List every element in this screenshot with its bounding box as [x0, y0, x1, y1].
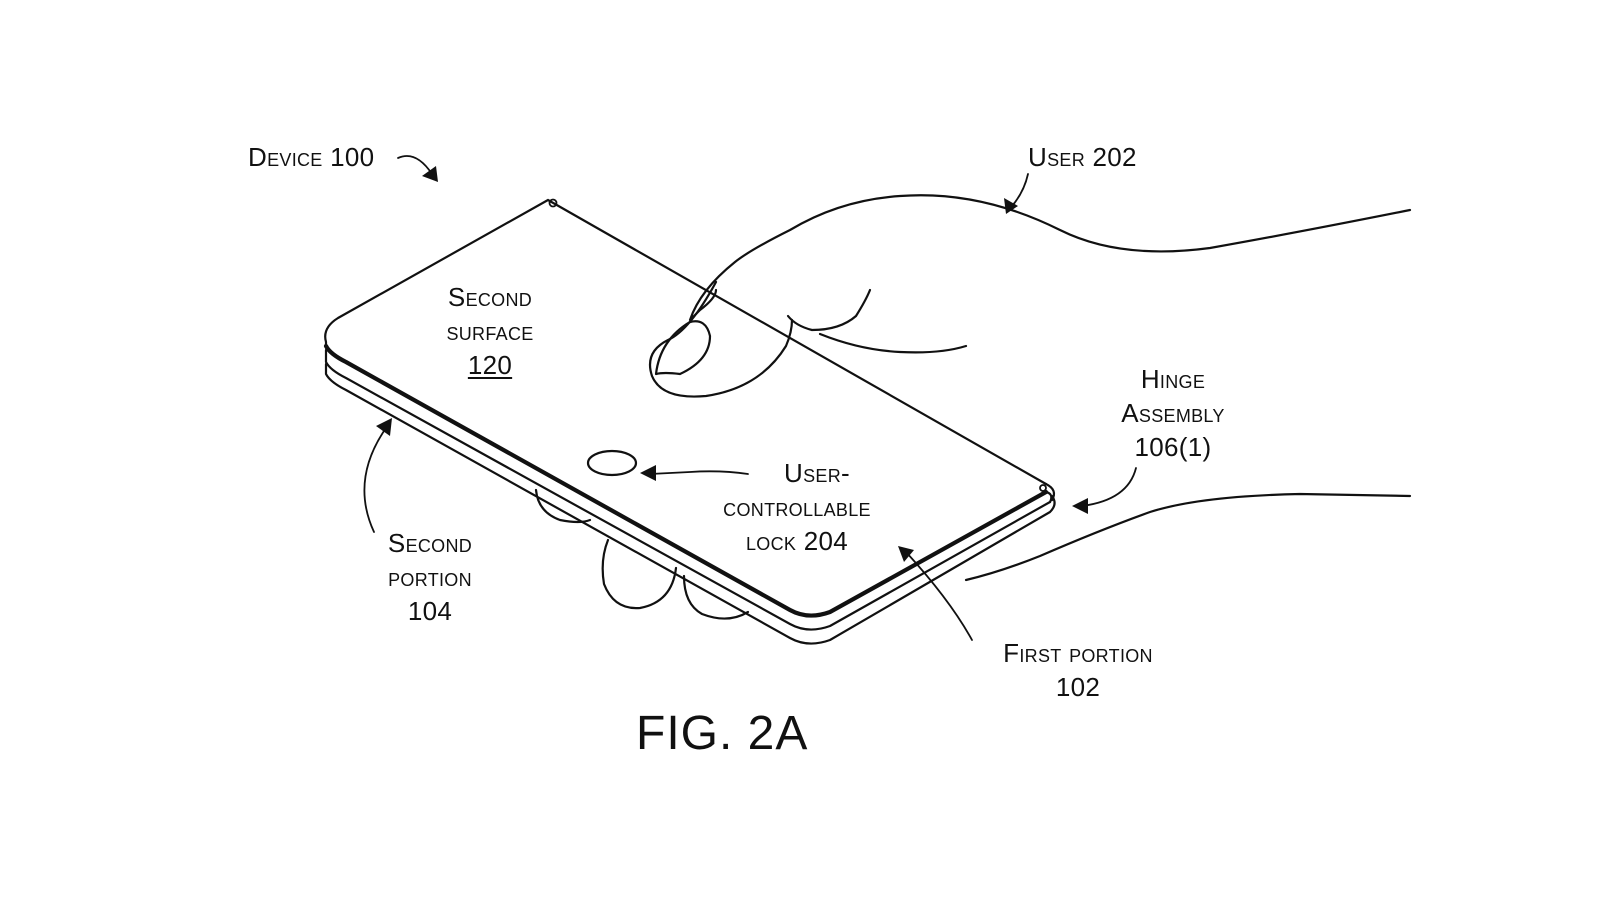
fingernail — [654, 320, 712, 376]
arm-lower-contour — [964, 492, 1412, 582]
label-lock-line1: User- — [784, 458, 850, 488]
device-body — [323, 198, 1056, 645]
label-second-portion-line2: portion — [388, 562, 472, 592]
label-second-surface-line1: Second — [447, 282, 533, 312]
user-controllable-lock-shape — [586, 449, 638, 477]
first-portion-arrowhead — [898, 546, 914, 562]
hinge-arrowhead — [1072, 498, 1088, 514]
device-layer-middle — [324, 348, 1052, 631]
label-second-surface-ref: 120 — [467, 350, 513, 380]
second-portion-leader — [363, 427, 387, 533]
label-hinge-line2: Assembly — [1121, 398, 1225, 428]
device-leader — [397, 155, 433, 175]
label-user-controllable-lock: User- controllable lock 204 — [702, 456, 892, 558]
label-second-surface-line2: surface — [446, 316, 534, 346]
lock-leader — [649, 470, 749, 475]
lock-arrowhead — [640, 465, 656, 481]
label-first-portion-line1: First portion — [1003, 638, 1153, 668]
label-hinge-assembly: Hinge Assembly 106(1) — [1100, 362, 1246, 464]
device-arrowhead — [422, 166, 438, 182]
figure-caption: FIG. 2A — [636, 707, 809, 760]
label-user: User 202 — [1028, 140, 1137, 174]
label-first-portion: First portion 102 — [978, 636, 1178, 704]
hand-upper-contour — [688, 194, 1412, 322]
label-device: Device 100 — [248, 140, 374, 174]
label-first-portion-ref: 102 — [1055, 672, 1101, 702]
user-arrowhead — [1004, 198, 1018, 214]
label-device-text: Device 100 — [248, 142, 375, 172]
finger-under-3 — [682, 574, 750, 620]
hinge-leader — [1081, 467, 1137, 507]
label-second-surface: Second surface 120 — [416, 280, 564, 382]
leader-arrows — [363, 155, 1137, 641]
device-front-edge — [323, 343, 1049, 618]
label-lock-line2: controllable — [723, 492, 871, 522]
label-second-portion-ref: 104 — [407, 596, 453, 626]
device-layer-bottom — [324, 362, 1056, 645]
label-hinge-line1: Hinge — [1140, 364, 1206, 394]
finger-under-2 — [601, 538, 678, 610]
second-portion-arrowhead — [376, 418, 392, 436]
finger-under-1 — [534, 488, 592, 524]
hinge-detail-top — [548, 198, 558, 208]
label-second-portion-line1: Second — [387, 528, 473, 558]
palm-line — [818, 332, 968, 354]
hinge-detail-right — [1039, 484, 1047, 492]
label-second-portion: Second portion 104 — [360, 526, 500, 628]
user-leader — [1011, 173, 1029, 207]
label-user-text: User 202 — [1028, 142, 1137, 172]
knuckle-crease — [786, 288, 872, 332]
label-hinge-ref: 106(1) — [1134, 432, 1212, 462]
device-right-corner — [1044, 482, 1056, 504]
label-lock-line3: lock 204 — [745, 526, 849, 556]
user-hand — [534, 194, 1412, 620]
first-portion-leader — [905, 551, 973, 641]
device-top-surface — [324, 198, 1048, 486]
